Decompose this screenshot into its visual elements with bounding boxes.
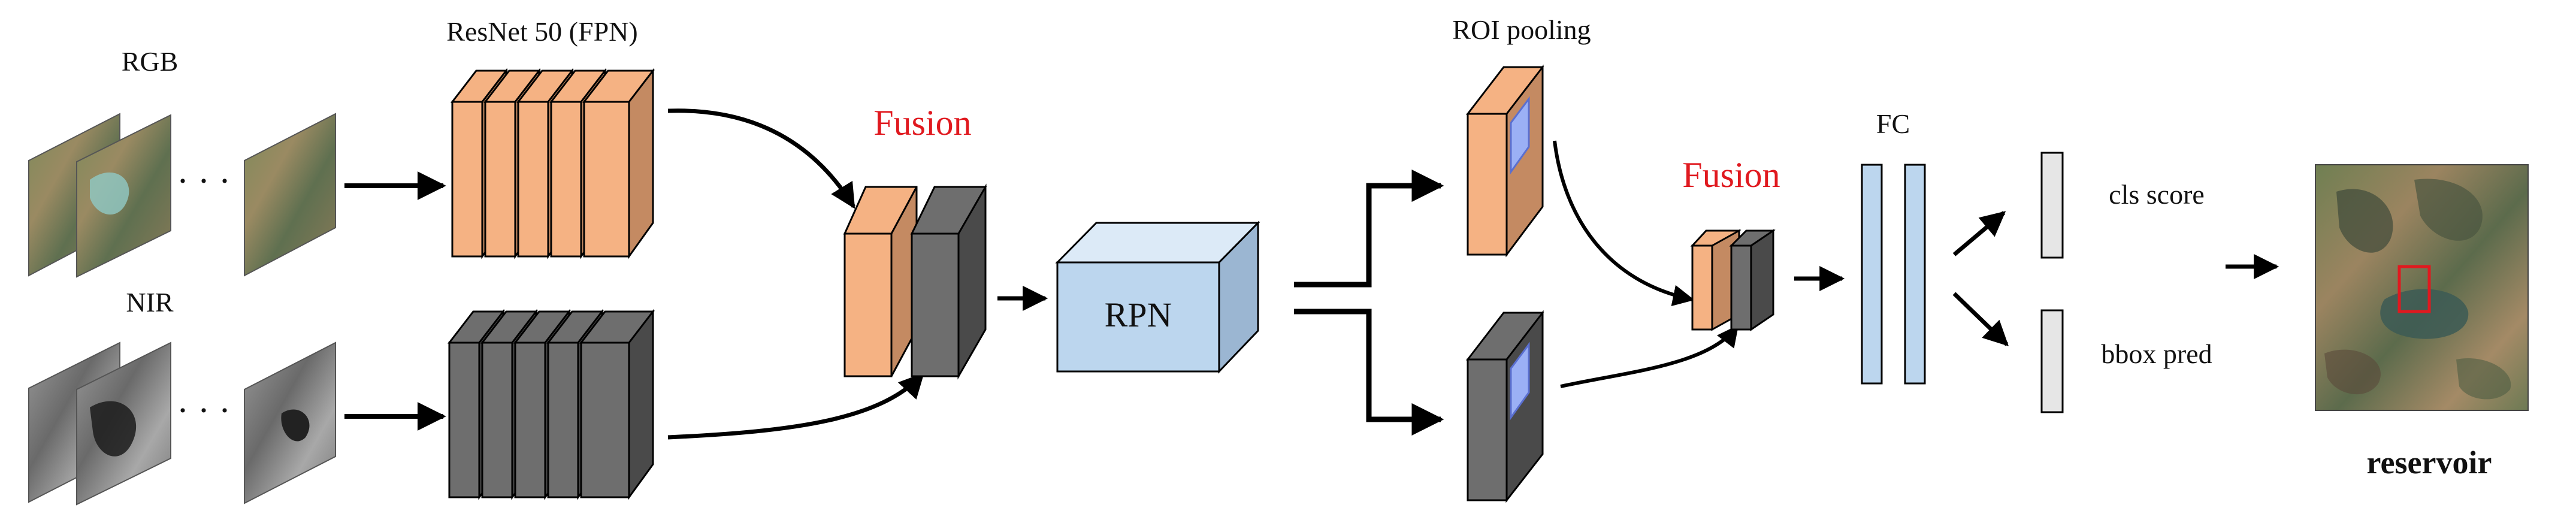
rgb-label: RGB (122, 46, 179, 77)
rgb-ellipsis: · · · (177, 161, 231, 201)
nir-backbone (447, 309, 655, 500)
roi-pooling-label: ROI pooling (1452, 14, 1591, 45)
cls-score-label: cls score (2109, 179, 2205, 210)
roi-rgb-window (1510, 96, 1530, 175)
rgb-image-last (244, 113, 336, 277)
rpn-block (1055, 220, 1260, 374)
nir-feature-layer (579, 309, 655, 500)
fusion-1-rgb-feature (843, 186, 918, 377)
arrow-rpn-to-roi-bottom (1294, 309, 1444, 436)
nir-image-stack (28, 341, 336, 506)
bbox-pred-output (2040, 309, 2064, 413)
nir-label: NIR (126, 287, 174, 318)
cls-score-output (2040, 152, 2064, 259)
arrow-roi-rgb-to-fusion (1553, 140, 1695, 307)
fc-layer-1 (1861, 164, 1883, 385)
fusion-1-label: Fusion (873, 103, 971, 143)
result-image (2315, 164, 2529, 411)
fusion-2-block (1690, 229, 1776, 331)
fusion-2-label: Fusion (1682, 155, 1780, 195)
roi-rgb-feature (1465, 64, 1544, 258)
arrow-nir-backbone-to-fusion (667, 372, 924, 440)
detection-box (2397, 265, 2431, 313)
nir-water-feature (90, 401, 137, 457)
result-label: reservoir (2367, 445, 2492, 480)
fusion-1-nir-feature (910, 183, 987, 380)
arrow-rpn-to-roi-top (1294, 170, 1444, 288)
nir-ellipsis: · · · (177, 391, 231, 430)
arrow-fc-to-cls (1952, 211, 2006, 256)
nir-dark-spot (281, 409, 310, 442)
roi-nir-feature (1465, 310, 1544, 503)
arrow-fc-to-bbox (1952, 292, 2009, 346)
backbone-label: ResNet 50 (FPN) (446, 16, 637, 47)
fc-layer-2 (1904, 164, 1926, 385)
rgb-image-stack (28, 113, 336, 278)
fusion-2-nir-feature (1729, 229, 1776, 331)
rpn-label: RPN (1105, 295, 1172, 334)
arrow-roi-nir-to-fusion (1560, 325, 1739, 388)
roi-nir-window (1510, 341, 1530, 421)
fusion-1-block (843, 183, 987, 380)
rgb-feature-layer (582, 68, 655, 259)
fc-label: FC (1876, 108, 1910, 139)
rgb-backbone (450, 68, 655, 259)
bbox-pred-label: bbox pred (2101, 338, 2212, 369)
arrow-rgb-backbone-to-fusion (667, 108, 855, 209)
rgb-water-feature (90, 172, 129, 215)
